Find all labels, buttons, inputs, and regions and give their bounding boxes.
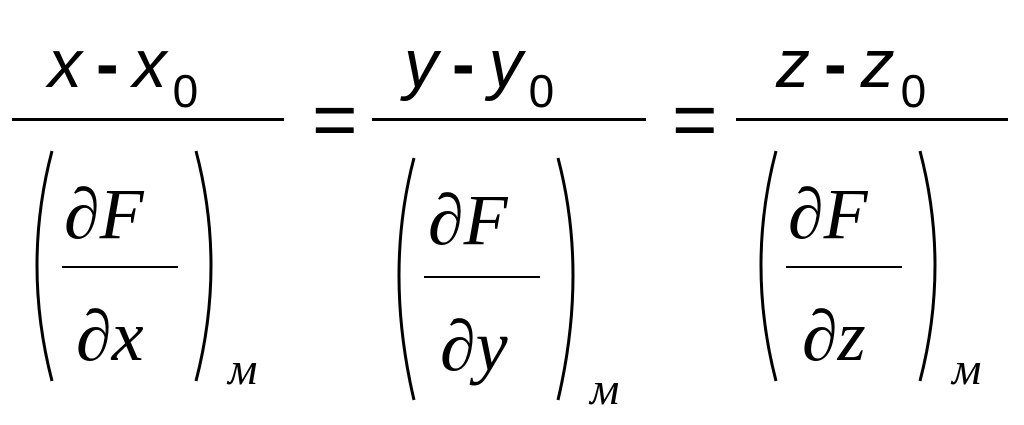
subscript-zero: 0 bbox=[172, 65, 199, 117]
equals-sign-1: = bbox=[312, 75, 358, 163]
variable-y0: y bbox=[488, 26, 523, 102]
minus-sign: - bbox=[452, 26, 475, 102]
right-paren-z bbox=[918, 150, 937, 382]
fraction-bar-y bbox=[372, 118, 646, 121]
variable-x0: x bbox=[132, 26, 167, 102]
partial-F-y: ∂F bbox=[428, 180, 508, 260]
partial-F-x: ∂F bbox=[64, 174, 144, 254]
partial-F-z: ∂F bbox=[788, 174, 868, 254]
inner-fraction-bar-x bbox=[62, 266, 178, 268]
variable-x: x bbox=[48, 26, 82, 102]
left-paren-y bbox=[397, 157, 416, 401]
left-paren-z bbox=[759, 150, 778, 382]
inner-fraction-bar-z bbox=[786, 266, 902, 268]
subscript-zero: 0 bbox=[900, 65, 927, 117]
partial-x: ∂x bbox=[76, 296, 144, 376]
point-subscript-z: м bbox=[952, 343, 982, 394]
minus-sign: - bbox=[824, 26, 847, 102]
right-paren-y bbox=[556, 157, 575, 401]
fraction-bar-x bbox=[12, 118, 284, 121]
right-paren-x bbox=[194, 150, 213, 382]
point-subscript-y: м bbox=[590, 363, 620, 414]
partial-z: ∂z bbox=[802, 296, 866, 376]
left-paren-x bbox=[35, 150, 54, 382]
subscript-zero: 0 bbox=[528, 65, 555, 117]
minus-sign: - bbox=[96, 26, 119, 102]
fraction-bar-z bbox=[736, 118, 1008, 121]
partial-y: ∂y bbox=[440, 306, 508, 386]
inner-fraction-bar-y bbox=[424, 276, 540, 278]
variable-z0: z bbox=[860, 26, 895, 102]
point-subscript-x: м bbox=[228, 343, 258, 394]
variable-y: y bbox=[404, 26, 438, 102]
equals-sign-2: = bbox=[672, 75, 718, 163]
variable-z: z bbox=[776, 26, 810, 102]
